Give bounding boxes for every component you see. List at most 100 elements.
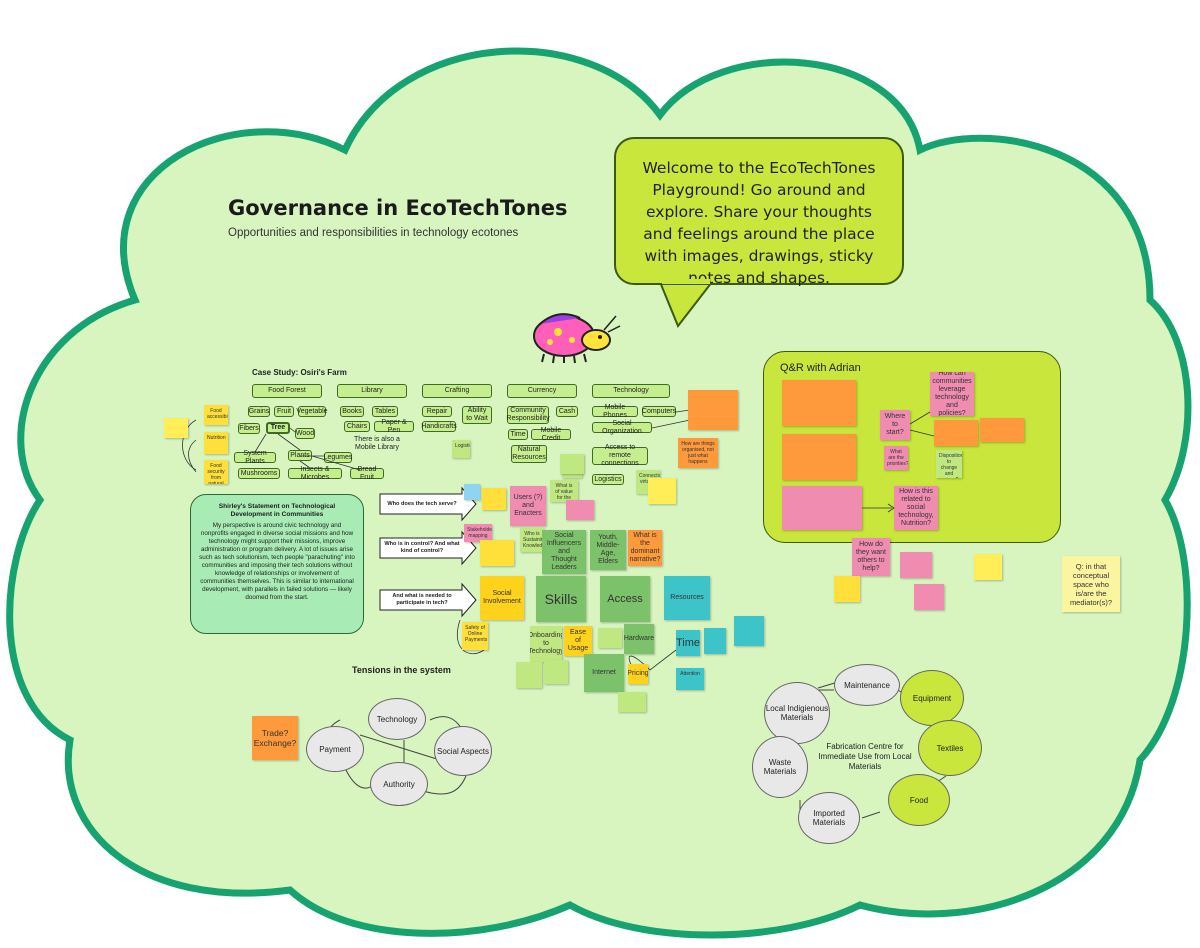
sticky-stakeholder[interactable]: Stakeholder mapping — [464, 524, 492, 542]
sticky-yellow-2[interactable] — [648, 478, 676, 504]
sticky-teal-small[interactable] — [704, 628, 726, 654]
sticky-technology-green[interactable] — [598, 628, 622, 648]
item-natural-resources[interactable]: Natural Resources — [511, 445, 547, 463]
item-fruit[interactable]: Fruit — [274, 406, 294, 417]
item-books[interactable]: Books — [340, 406, 364, 417]
sticky-how-help[interactable]: How do they want others to help? — [852, 538, 890, 576]
sticky-safety[interactable]: Safety of Online Payments — [462, 622, 488, 650]
fab-node-maintenance[interactable]: Maintenance — [834, 664, 900, 706]
sticky-food-security[interactable]: Food security from natural cultivating p… — [204, 460, 228, 484]
sticky-social-involvement[interactable]: Social Involvement — [480, 576, 524, 620]
tension-node-social-aspects[interactable]: Social Aspects — [434, 726, 492, 776]
item-handicrafts[interactable]: Handicrafts — [421, 421, 457, 432]
category-crafting[interactable]: Crafting — [422, 384, 492, 398]
item-paper-pen[interactable]: Paper & Pen — [374, 419, 414, 434]
qa-sticky-2[interactable] — [782, 434, 856, 480]
sticky-food-accessibility[interactable]: Food accessibility — [204, 405, 228, 425]
item-insects-microbes[interactable]: Insects & Microbes — [288, 466, 342, 481]
sticky-skills[interactable]: Skills — [536, 576, 586, 622]
sticky-pink-help[interactable] — [900, 552, 932, 578]
tension-node-technology[interactable]: Technology — [368, 698, 426, 740]
fab-node-imported-materials[interactable]: Imported Materials — [798, 792, 860, 844]
sticky-who-sustaining[interactable]: Who is Sustaining Knowledge? — [520, 528, 544, 552]
sticky-hardware[interactable]: Hardware — [624, 624, 654, 654]
sticky-yellow-help-2[interactable] — [974, 554, 1002, 580]
fab-node-local-materials[interactable]: Local Indigienous Materials — [764, 682, 830, 744]
item-mobile-credit[interactable]: Mobile Credit — [531, 427, 571, 442]
sticky-green-note[interactable] — [560, 454, 584, 474]
sticky-blue-small[interactable] — [464, 484, 480, 500]
sticky-logistics[interactable]: Logistics — [452, 440, 470, 458]
qa-orange-small[interactable] — [934, 420, 978, 446]
category-library[interactable]: Library — [337, 384, 407, 398]
item-plants[interactable]: Plants — [288, 450, 312, 461]
sticky-pink-help-2[interactable] — [914, 584, 944, 610]
item-wood[interactable]: Wood — [295, 428, 315, 439]
item-fibers[interactable]: Fibers — [238, 423, 260, 434]
sticky-nutrition[interactable]: Nutrition — [204, 432, 228, 454]
fab-node-food[interactable]: Food — [888, 774, 950, 826]
sticky-light-green-4[interactable] — [618, 692, 646, 712]
sticky-trade-exchange[interactable]: Trade? Exchange? — [252, 716, 298, 760]
item-legumes[interactable]: Legumes — [324, 452, 352, 463]
item-tree[interactable]: Tree — [266, 422, 290, 434]
item-vegetable[interactable]: Vegetable — [296, 406, 328, 417]
sticky-what-value[interactable]: What is of value for the community? — [550, 480, 578, 502]
item-grains[interactable]: Grains — [248, 406, 270, 417]
sticky-users-enacters[interactable]: Users (?) and Enacters — [510, 486, 546, 526]
category-currency[interactable]: Currency — [507, 384, 577, 398]
item-time[interactable]: Time — [508, 429, 528, 440]
item-social-organization[interactable]: Social Organization — [592, 420, 652, 435]
fab-node-waste-materials[interactable]: Waste Materials — [752, 736, 808, 798]
sticky-internet[interactable]: Internet — [584, 654, 624, 692]
qa-disposition[interactable]: Disposition to change and curious? — [936, 450, 962, 478]
qa-sticky-3[interactable] — [782, 486, 862, 530]
item-system-plants[interactable]: System Plants — [234, 450, 276, 465]
sticky-pricing[interactable]: Pricing — [628, 664, 648, 684]
item-chairs[interactable]: Chairs — [344, 421, 370, 432]
sticky-ease-usage[interactable]: Ease of Usage — [564, 626, 592, 656]
welcome-bubble[interactable]: Welcome to the EcoTechTones Playground! … — [614, 137, 904, 287]
sticky-time[interactable]: Time — [676, 630, 700, 656]
sticky-access[interactable]: Access — [600, 576, 650, 622]
sticky-how-organised[interactable]: How are things organised, not just what … — [678, 438, 718, 468]
sticky-yellow[interactable] — [164, 418, 188, 438]
qa-orange-small-2[interactable] — [980, 418, 1024, 442]
sticky-resources[interactable]: Resources — [664, 576, 710, 620]
item-mushrooms[interactable]: Mushrooms — [238, 468, 280, 479]
shirley-statement[interactable]: Shirley's Statement on Technological Dev… — [190, 494, 364, 634]
tension-node-authority[interactable]: Authority — [370, 762, 428, 806]
fab-node-textiles[interactable]: Textiles — [918, 720, 982, 776]
qa-how-leverage[interactable]: How can communities leverage technology … — [930, 372, 974, 416]
tension-node-payment[interactable]: Payment — [306, 726, 364, 772]
sticky-onboarding[interactable]: Onboarding to Technology — [530, 626, 562, 662]
category-food-forest[interactable]: Food Forest — [252, 384, 322, 398]
sticky-teal-mid[interactable] — [734, 616, 764, 646]
sticky-social-influencers[interactable]: Social Influencers and Thought Leaders — [542, 530, 586, 574]
qa-what-priorities[interactable]: What are the priorities? — [884, 446, 908, 470]
item-ability-to-wait[interactable]: Ability to Wait — [462, 406, 492, 424]
item-mobile-phones[interactable]: Mobile Phones — [592, 404, 638, 419]
sticky-yellow-small[interactable] — [482, 488, 506, 510]
item-cash[interactable]: Cash — [556, 406, 578, 417]
item-logistics[interactable]: Logistics — [592, 474, 624, 485]
item-access-remote[interactable]: Access to remote connections — [592, 444, 648, 467]
item-repair[interactable]: Repair — [422, 406, 452, 417]
fab-node-equipment[interactable]: Equipment — [900, 670, 964, 726]
sticky-yellow-help[interactable] — [834, 576, 860, 602]
sticky-dominant-narrative[interactable]: What is the dominant narrative? — [628, 530, 662, 566]
sticky-yellow-mid[interactable] — [480, 540, 514, 566]
sticky-light-green-2[interactable] — [516, 662, 542, 688]
sticky-light-green-3[interactable] — [544, 660, 568, 684]
item-bread-fruit[interactable]: Bread Fruit — [350, 466, 384, 481]
qa-where-start[interactable]: Where to start? — [880, 410, 910, 440]
category-technology[interactable]: Technology — [592, 384, 670, 398]
sticky-attention[interactable]: Attention — [676, 668, 704, 690]
sticky-conceptual-space[interactable]: Q: in that conceptual space who is/are t… — [1062, 556, 1120, 612]
item-community-responsibility[interactable]: Community Responsibility — [506, 406, 550, 424]
sticky-orange-note[interactable] — [688, 390, 738, 430]
sticky-youth[interactable]: Youth, Middle-Age, Elders — [590, 530, 626, 570]
item-tables[interactable]: Tables — [372, 406, 398, 417]
qa-how-related[interactable]: How is this related to social technology… — [894, 486, 938, 530]
sticky-pink-small[interactable] — [566, 500, 594, 520]
